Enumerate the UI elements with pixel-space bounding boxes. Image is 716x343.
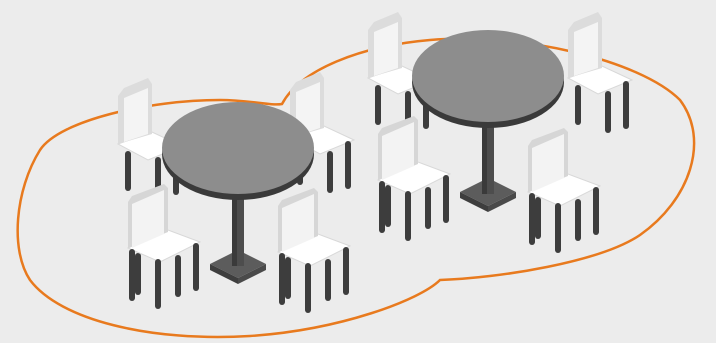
chair-icon <box>568 12 632 130</box>
chair-icon <box>528 128 600 250</box>
chair-icon <box>278 188 350 310</box>
chair-icon <box>128 184 200 306</box>
table-group-left <box>118 72 354 310</box>
chair-icon <box>378 116 450 238</box>
table-group-right <box>368 12 632 250</box>
